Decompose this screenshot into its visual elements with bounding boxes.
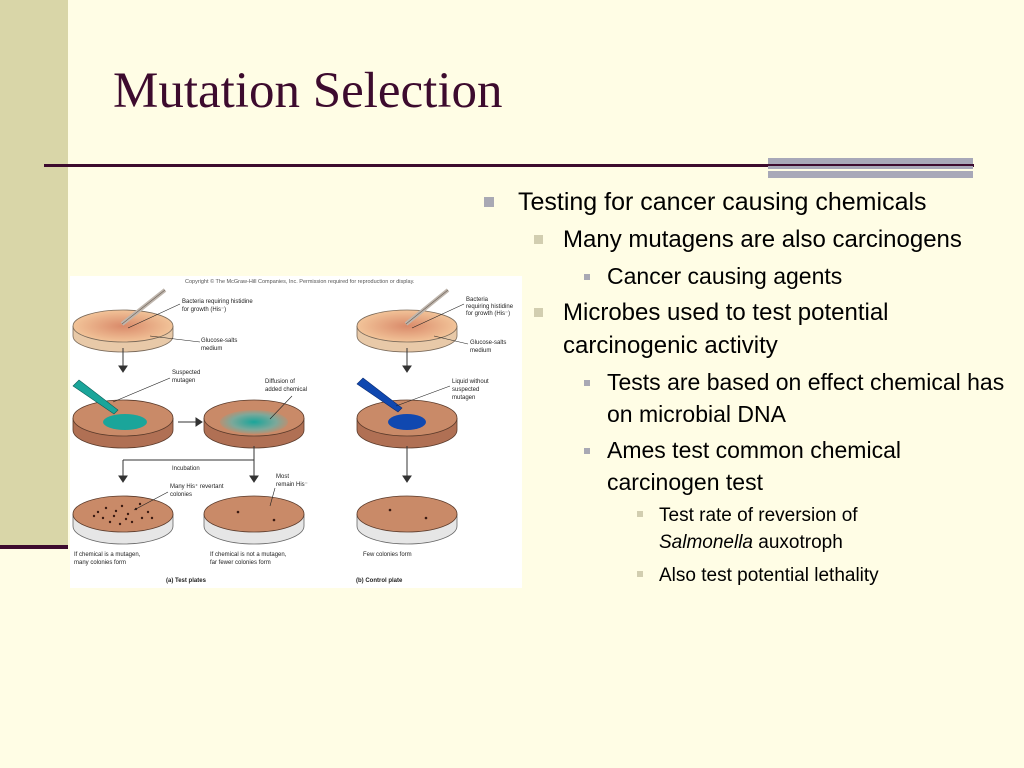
caption-not-mutagen-1: If chemical is not a mutagen, — [210, 552, 287, 558]
label-medium-right-2: medium — [470, 348, 491, 354]
label-liquid-3: mutagen — [452, 395, 475, 401]
label-suspected-2: mutagen — [172, 378, 195, 384]
bullet-l2: Many mutagens are also carcinogens — [482, 223, 1012, 256]
panel-a-label: (a) Test plates — [166, 578, 207, 584]
svg-text:Liquid without suspected: Liquid without suspected mutagen — [452, 379, 490, 401]
plate-suspected-mutagen — [72, 399, 174, 449]
svg-text:Bacteria requiring histi: Bacteria requiring histidine for growth … — [466, 297, 515, 317]
label-suspected-1: Suspected — [172, 370, 200, 376]
svg-text:Many His⁺ revertant colo: Many His⁺ revertant colonies — [170, 483, 225, 498]
arrows-down-1 — [118, 348, 412, 373]
bullet-l3: Tests are based on effect chemical has o… — [482, 366, 1012, 430]
bullet-l3: Ames test common chemical carcinogen tes… — [482, 434, 1012, 498]
accent-bars — [768, 158, 973, 178]
svg-text:If chemical is a mutagen,: If chemical is a mutagen, many colonies … — [74, 552, 142, 566]
label-medium-right-1: Glucose-salts — [470, 340, 506, 346]
bullet-l2: Microbes used to test potential carcinog… — [482, 296, 1012, 362]
label-bacteria-left-1: Bacteria requiring histidine — [182, 299, 253, 305]
plate-few-colonies-control — [356, 495, 458, 545]
bullet-text: Cancer causing agents — [607, 263, 843, 289]
svg-text:Suspected mutagen: Suspected mutagen — [172, 370, 202, 384]
plate-control-liquid — [356, 399, 458, 449]
bullet-square-icon — [534, 308, 543, 317]
pipette-right — [404, 288, 450, 326]
caption-few: Few colonies form — [363, 552, 412, 558]
sidebar-band — [0, 0, 68, 548]
label-diffusion-2: added chemical — [265, 387, 307, 393]
bullet-l1: Testing for cancer causing chemicals — [482, 185, 1012, 219]
svg-text:If chemical is not a mutagen,: If chemical is not a mutagen, far fewer … — [210, 552, 288, 566]
bullet-text-italic: Salmonella — [659, 532, 753, 553]
svg-text:Diffusion of added chemi: Diffusion of added chemical — [265, 379, 307, 393]
svg-text:Glucose-salts medium: Glucose-salts medium — [470, 340, 508, 354]
bullet-text: Also test potential lethality — [659, 565, 879, 586]
plate-diffusion — [203, 399, 305, 449]
label-diffusion-1: Diffusion of — [265, 379, 295, 385]
bullet-text-pre: Test rate of reversion of — [659, 505, 858, 526]
bullet-text: Testing for cancer causing chemicals — [518, 188, 927, 216]
caption-mutagen-1: If chemical is a mutagen, — [74, 552, 141, 558]
bullet-l4: Test rate of reversion of Salmonella aux… — [482, 502, 1012, 556]
caption-not-mutagen-2: far fewer colonies form — [210, 560, 271, 566]
bullet-square-icon — [484, 197, 494, 207]
bullet-text: Ames test common chemical carcinogen tes… — [607, 437, 901, 495]
label-bacteria-right-3: for growth (His⁻) — [466, 311, 510, 317]
sidebar-rule — [0, 545, 68, 549]
label-liquid-1: Liquid without — [452, 379, 489, 385]
bullet-square-icon — [637, 571, 643, 577]
label-medium-left-1: Glucose-salts — [201, 338, 237, 344]
incubation-arrows — [118, 446, 412, 483]
label-many-revertant-1: Many His⁺ revertant — [170, 483, 224, 490]
label-most-remain-1: Most — [276, 474, 289, 480]
arrow-right-1 — [178, 417, 203, 427]
bullet-square-icon — [637, 511, 643, 517]
bullet-text: Tests are based on effect chemical has o… — [607, 369, 1005, 427]
title-rule — [44, 164, 974, 167]
panel-b-label: (b) Control plate — [356, 578, 403, 584]
bullet-square-icon — [534, 235, 543, 244]
svg-text:Glucose-salts medium: Glucose-salts medium — [201, 338, 239, 352]
label-bacteria-right-1: Bacteria — [466, 297, 489, 303]
plate-many-colonies — [72, 495, 174, 545]
caption-mutagen-2: many colonies form — [74, 560, 126, 566]
dropper-control — [356, 377, 403, 413]
ames-test-figure: Copyright © The McGraw-Hill Companies, I… — [70, 276, 522, 588]
svg-text:Most remain His⁻: Most remain His⁻ — [276, 474, 308, 488]
label-liquid-2: suspected — [452, 387, 479, 393]
bullet-square-icon — [584, 380, 590, 386]
figure-copyright: Copyright © The McGraw-Hill Companies, I… — [185, 278, 415, 285]
bullet-text: Microbes used to test potential carcinog… — [563, 299, 889, 359]
bullet-text: Many mutagens are also carcinogens — [563, 226, 962, 253]
bullet-square-icon — [584, 274, 590, 280]
bullet-list: Testing for cancer causing chemicals Man… — [482, 185, 1012, 595]
label-bacteria-right-2: requiring histidine — [466, 304, 514, 310]
slide-title: Mutation Selection — [113, 63, 503, 119]
label-incubation: Incubation — [172, 466, 200, 472]
plate-top-right — [356, 309, 458, 353]
bullet-l4: Also test potential lethality — [482, 562, 1012, 589]
plate-top-left — [72, 309, 174, 353]
label-many-revertant-2: colonies — [170, 492, 192, 498]
bullet-square-icon — [584, 448, 590, 454]
label-most-remain-2: remain His⁻ — [276, 482, 308, 488]
pipette-left — [120, 288, 167, 326]
svg-text:Bacteria requiring histidine: Bacteria requiring histidine for growth … — [182, 299, 254, 313]
plate-few-colonies-test — [203, 495, 305, 545]
label-bacteria-left-2: for growth (His⁻) — [182, 307, 226, 313]
bullet-l3: Cancer causing agents — [482, 260, 1012, 292]
bullet-text-post: auxotroph — [758, 532, 843, 553]
dropper-suspected — [72, 379, 119, 415]
label-medium-left-2: medium — [201, 346, 222, 352]
